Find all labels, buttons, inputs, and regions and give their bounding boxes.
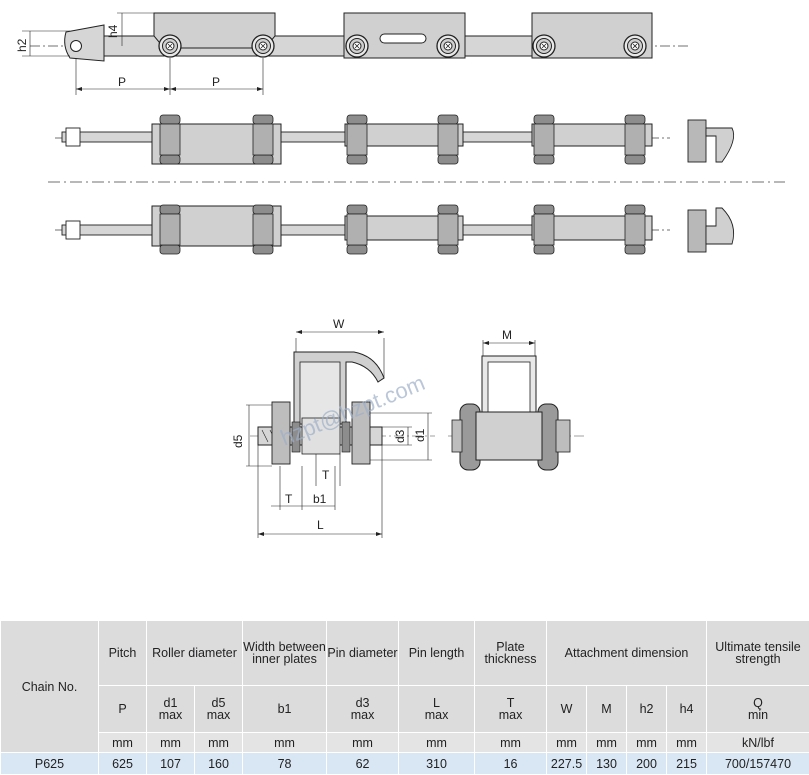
label-d5: d5 (231, 434, 245, 448)
unit-cell: mm (475, 733, 547, 753)
symbol-p: P (99, 686, 147, 733)
symbol-m: M (587, 686, 627, 733)
pitch-header: Pitch (99, 621, 147, 686)
symbol-h2: h2 (627, 686, 667, 733)
label-h4: h4 (106, 24, 120, 38)
specification-table: Chain No. Pitch Roller diameter Width be… (0, 620, 809, 775)
value-cell: 215 (667, 753, 707, 775)
label-pitch-2: P (212, 75, 220, 89)
label-l: L (317, 518, 324, 532)
value-cell: 625 (99, 753, 147, 775)
value-cell: 62 (327, 753, 399, 775)
pin-diameter-header: Pin diameter (327, 621, 399, 686)
unit-cell: kN/lbf (707, 733, 809, 753)
unit-cell: mm (243, 733, 327, 753)
unit-cell: mm (195, 733, 243, 753)
symbol-b1: b1 (243, 686, 327, 733)
unit-cell: mm (147, 733, 195, 753)
value-cell: 130 (587, 753, 627, 775)
unit-cell: mm (667, 733, 707, 753)
label-t-upper: T (322, 468, 330, 482)
chain-no-header: Chain No. (1, 621, 99, 753)
value-cell: 78 (243, 753, 327, 775)
unit-cell: mm (327, 733, 399, 753)
top-view-lower (55, 205, 734, 254)
label-t-lower: T (285, 492, 293, 506)
table-row: P625 625 107 160 78 62 310 16 227.5 130 … (1, 753, 809, 775)
plate-thickness-header: Plate thickness (475, 621, 547, 686)
front-view: M (448, 328, 585, 470)
label-d1: d1 (413, 428, 427, 442)
chain-no-cell: P625 (1, 753, 99, 775)
value-cell: 16 (475, 753, 547, 775)
chain-technical-drawing: h2 h4 P P (0, 0, 809, 620)
roller-diameter-header: Roller diameter (147, 621, 243, 686)
label-pitch-1: P (118, 75, 126, 89)
unit-cell: mm (99, 733, 147, 753)
label-b1: b1 (313, 492, 327, 506)
value-cell: 200 (627, 753, 667, 775)
unit-cell: mm (627, 733, 667, 753)
label-h2: h2 (15, 38, 29, 52)
value-cell: 160 (195, 753, 243, 775)
symbol-h4: h4 (667, 686, 707, 733)
value-cell: 310 (399, 753, 475, 775)
symbol-w: W (547, 686, 587, 733)
label-m: M (502, 328, 512, 342)
unit-cell: mm (547, 733, 587, 753)
width-header: Width between inner plates (243, 621, 327, 686)
label-w: W (333, 317, 345, 331)
value-cell: 700/157470 (707, 753, 809, 775)
top-view-upper (55, 115, 734, 164)
unit-cell: mm (587, 733, 627, 753)
tensile-strength-header: Ultimate tensile strength (707, 621, 809, 686)
side-view: h2 h4 P P (15, 13, 690, 95)
value-cell: 227.5 (547, 753, 587, 775)
pin-length-header: Pin length (399, 621, 475, 686)
label-d3: d3 (393, 429, 407, 443)
value-cell: 107 (147, 753, 195, 775)
unit-cell: mm (399, 733, 475, 753)
attachment-dimension-header: Attachment dimension (547, 621, 707, 686)
